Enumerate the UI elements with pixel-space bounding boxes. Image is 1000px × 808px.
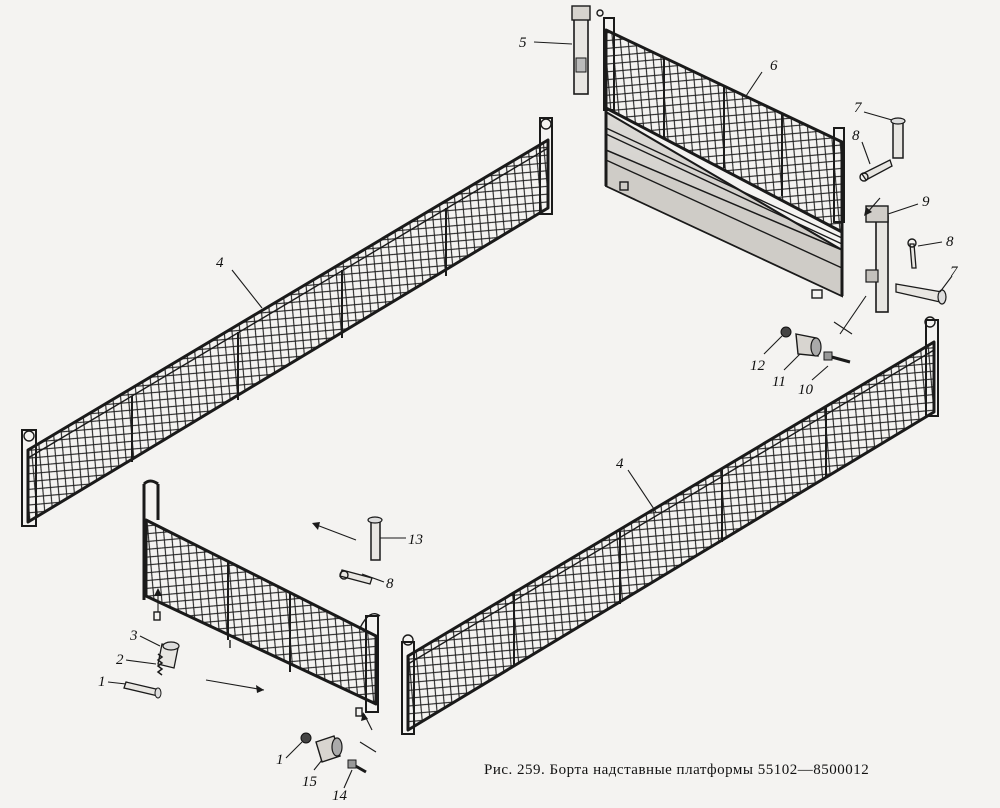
bolt-part-10: [823, 351, 851, 364]
left-side-board: [21, 117, 553, 527]
label-6: 6: [770, 58, 778, 74]
bushing-part-11: [795, 333, 822, 357]
label-12: 12: [750, 358, 766, 374]
assembly-arrows: [154, 197, 881, 753]
label-8-mid: 8: [946, 234, 954, 250]
label-7-top: 7: [854, 100, 863, 116]
label-1-left: 1: [98, 674, 106, 690]
label-8-front: 8: [386, 576, 394, 592]
hinge-part-8-top: [859, 159, 893, 182]
hinge-post-part-9: [865, 205, 889, 313]
label-4-right: 4: [616, 456, 624, 472]
label-15: 15: [302, 774, 318, 790]
corner-post-part-5: [571, 5, 604, 95]
bolt-part-3: [157, 641, 180, 669]
pin-part-13: [367, 516, 383, 561]
bolt-part-14: [347, 759, 367, 774]
label-13: 13: [408, 532, 423, 548]
label-10: 10: [798, 382, 814, 398]
hinge-part-8-mid: [907, 238, 917, 269]
spring-part-2: [156, 653, 164, 676]
label-5: 5: [519, 35, 527, 51]
label-1-bottom: 1: [276, 752, 284, 768]
label-7-mid: 7: [950, 264, 959, 280]
right-side-board: [401, 316, 939, 735]
pin-part-1-left: [123, 681, 162, 699]
bushing-part-15: [315, 735, 343, 763]
nut-part-1-bottom: [300, 732, 312, 744]
front-board: [142, 479, 381, 717]
tailgate-board: [603, 17, 845, 299]
leader-lines: [107, 41, 953, 789]
label-8-top: 8: [852, 128, 860, 144]
hinge-part-7-mid: [895, 283, 947, 305]
part-labels: 5 6 4 4 7 8 9 8 7 12 11 10 13 8 3 2 1 1 …: [98, 35, 959, 804]
hinge-part-7-top: [890, 117, 906, 159]
label-9: 9: [922, 194, 930, 210]
label-11: 11: [772, 374, 786, 390]
label-3: 3: [129, 628, 138, 644]
label-14: 14: [332, 788, 348, 804]
cotter-part-8-front: [339, 569, 373, 585]
label-2: 2: [116, 652, 124, 668]
nut-part-12: [780, 326, 792, 338]
figure-caption: Рис. 259. Борта надставные платформы 551…: [484, 762, 870, 778]
label-4-left: 4: [216, 255, 224, 271]
